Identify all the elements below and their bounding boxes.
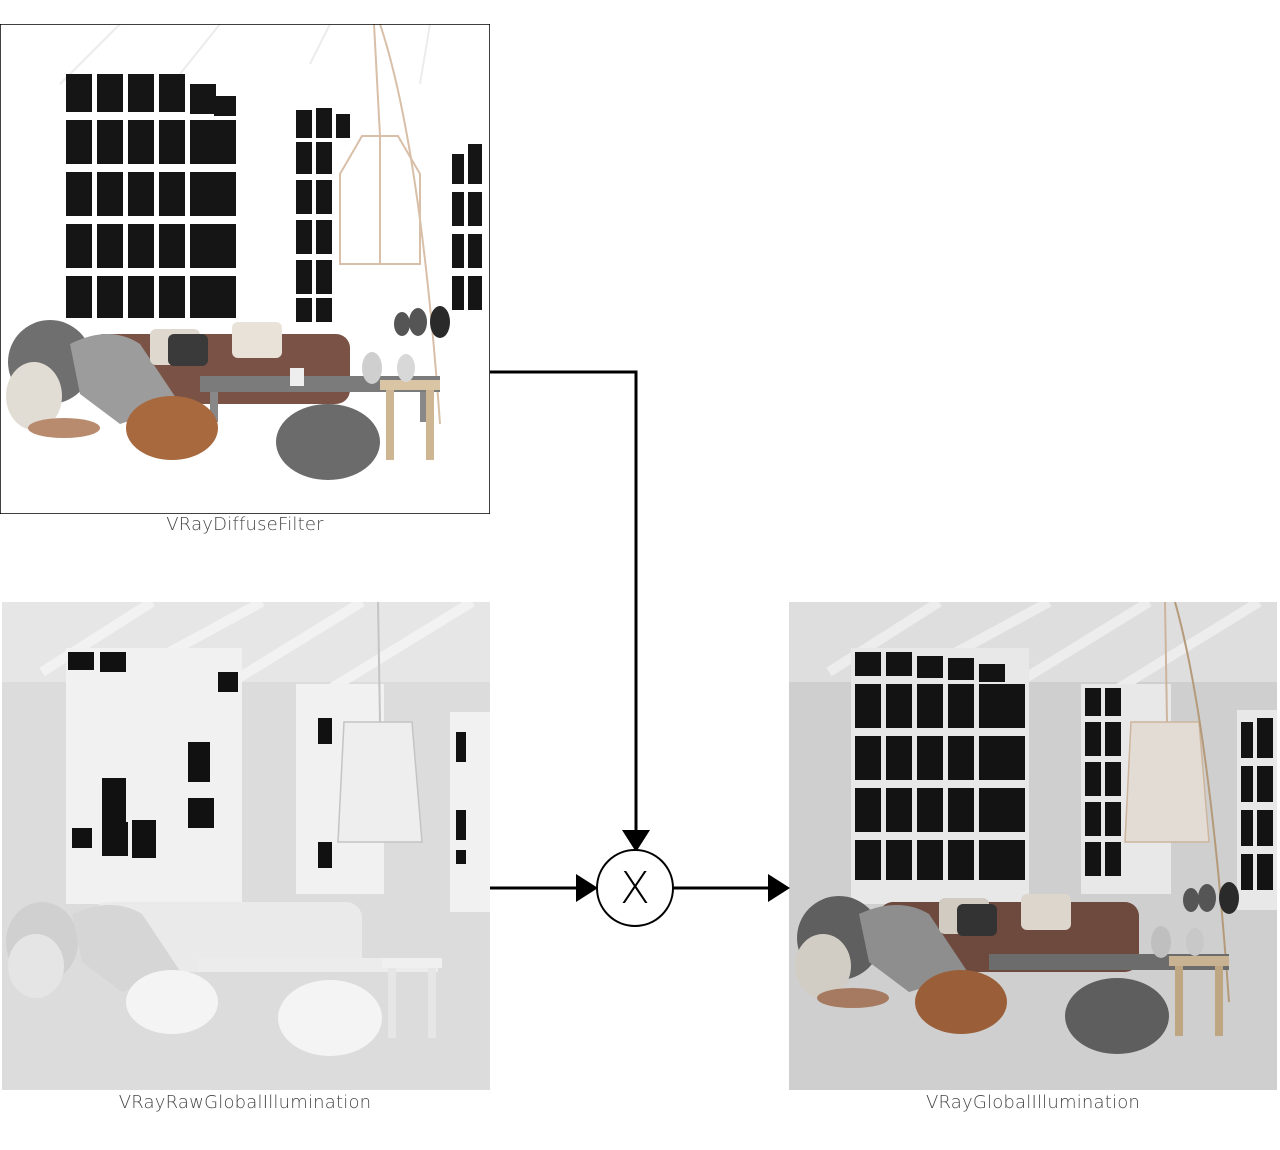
multiply-to-gi-arrow [674, 874, 790, 902]
multiply-operator: X [596, 849, 674, 927]
diffuse-filter-caption: VRayDiffuseFilter [166, 514, 324, 535]
diffuse-filter-image [0, 24, 490, 514]
raw-gi-image [2, 602, 490, 1090]
raw-gi-caption: VRayRawGlobalIllumination [118, 1092, 372, 1113]
gi-result-caption: VRayGlobalIllumination [925, 1092, 1141, 1113]
multiply-symbol: X [620, 863, 650, 914]
raw-gi-to-multiply-arrow [490, 874, 598, 902]
diffuse-to-multiply-arrow [490, 370, 650, 852]
gi-result-image [789, 602, 1277, 1090]
